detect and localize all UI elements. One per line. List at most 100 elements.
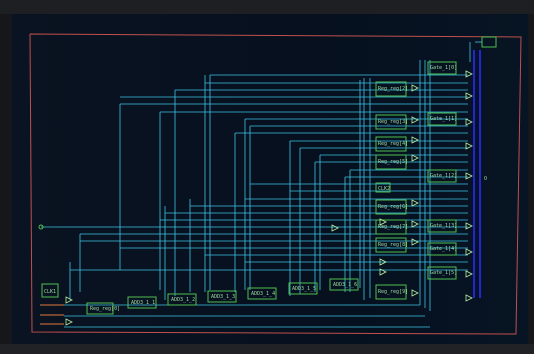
gate-block-label: Gate_1[4] (430, 246, 457, 252)
chain-block[interactable]: ADD3_1_4 (247, 287, 277, 300)
register-block-label: Reg_reg[6] (378, 204, 408, 210)
register-block-box (375, 219, 407, 235)
gate-block-label: Gate_1[2] (430, 173, 457, 179)
register-block-label: Reg_reg[5] (378, 159, 408, 165)
buffer-icon (411, 289, 419, 297)
gate-block-box (427, 242, 457, 256)
monitor-bezel-top (0, 0, 534, 14)
buffer-icon (465, 270, 473, 278)
buffer-icon (465, 294, 473, 302)
schematic-screen (12, 14, 528, 346)
chain-block-box (329, 278, 359, 291)
register-block-box (375, 154, 407, 170)
register-block-box (375, 81, 407, 97)
chain-block[interactable]: ADD3_1_6 (329, 278, 359, 291)
register-block-label: Reg_reg[3] (378, 119, 408, 125)
buffer-icon (411, 136, 419, 144)
register-block[interactable]: Reg_reg[7] (375, 219, 408, 235)
clock-input-block[interactable]: CLK1 (41, 283, 59, 298)
register-block[interactable]: Reg_reg[5] (375, 154, 408, 170)
gate-block-label: Gate_1[5] (430, 270, 457, 276)
chain-block-box (86, 302, 114, 315)
register-block[interactable]: Reg_reg[4] (375, 136, 408, 152)
buffer-icon (465, 70, 473, 78)
register-block-box (375, 136, 407, 152)
register-block[interactable]: Reg_reg[6] (375, 199, 408, 215)
buffer-layer (65, 70, 473, 326)
gate-block[interactable]: Gate_1[4] (427, 242, 457, 256)
buffer-icon (331, 224, 339, 232)
output-bus (473, 50, 481, 298)
chain-block-box (207, 290, 237, 303)
input-pin[interactable] (38, 224, 44, 230)
buffer-icon (411, 116, 419, 124)
chain-block-label: ADD3_1_2 (171, 297, 195, 303)
buffer-icon (411, 199, 419, 207)
buffer-icon (465, 92, 473, 100)
register-block-box (375, 237, 407, 253)
clock2-label-block[interactable]: CLK2 (375, 182, 391, 193)
gate-block[interactable]: Gate_1[3] (427, 219, 457, 233)
gate-block-label: Gate_1[0] (430, 65, 457, 71)
chain-block-label: ADD3_1_1 (131, 300, 155, 306)
register-column: Reg_reg[2] Reg_reg[3] Reg_reg[4] Reg_reg[5]… (375, 81, 408, 300)
gate-block-box (427, 169, 457, 183)
output-port[interactable] (475, 36, 497, 48)
register-block[interactable]: Reg_reg[9] (375, 284, 408, 300)
gate-block-box (427, 219, 457, 233)
monitor-bezel-bottom (0, 344, 534, 354)
register-block-box (375, 284, 407, 300)
buffer-icon (465, 222, 473, 230)
gate-block-label: Gate_1[1] (430, 116, 457, 122)
gate-block-label: Gate_1[3] (430, 223, 457, 229)
buffer-icon (379, 268, 387, 276)
chain-block[interactable]: ADD3_1_2 (167, 293, 197, 306)
register-block-box (375, 114, 407, 130)
gate-block[interactable]: Gate_1[0] (427, 61, 457, 75)
chain-block-box (247, 287, 277, 300)
buffer-icon (65, 296, 73, 304)
buffer-icon (465, 118, 473, 126)
buffer-icon (411, 154, 419, 162)
chain-block-box (167, 293, 197, 306)
chain-block-label: ADD3_1_3 (211, 294, 235, 300)
gate-block-box (427, 61, 457, 75)
buffer-icon (379, 218, 387, 226)
chain-block[interactable]: ADD3_1_3 (207, 290, 237, 303)
sheet-border (29, 33, 522, 335)
gate-column: Gate_1[0] Gate_1[1] Gate_1[2] Gate_1[3] Gate… (427, 61, 457, 280)
chain-block-label: ADD3_1_4 (251, 291, 275, 297)
chain-block-label: ADD3_1_6 (333, 282, 357, 288)
register-block[interactable]: Reg_reg[8] (375, 237, 408, 253)
clock2-label: CLK2 (378, 186, 390, 192)
output-bus-label: O (484, 176, 487, 182)
chain-block-label: ADD3_1_5 (292, 286, 316, 292)
buffer-icon (65, 318, 73, 326)
buffer-icon (465, 248, 473, 256)
chain-block[interactable]: ADD3_1_5 (288, 282, 318, 295)
gate-block[interactable]: Gate_1[5] (427, 266, 457, 280)
buffer-icon (411, 84, 419, 92)
chain-block[interactable]: Reg_reg[0] (86, 302, 120, 315)
buffer-icon (465, 172, 473, 180)
chain-block-label: Reg_reg[0] (90, 306, 120, 312)
bottom-chain: Reg_reg[0] ADD3_1_1 ADD3_1_2 ADD3_1_3 ADD3_1… (86, 278, 359, 315)
buffer-icon (465, 142, 473, 150)
register-block-label: Reg_reg[2] (378, 86, 408, 92)
register-block-box (375, 199, 407, 215)
gate-block[interactable]: Gate_1[1] (427, 112, 457, 126)
chain-block-box (127, 296, 157, 309)
buffer-icon (411, 238, 419, 246)
register-block-label: Reg_reg[8] (378, 242, 408, 248)
gate-block-box (427, 112, 457, 126)
clock-input-label: CLK1 (44, 289, 56, 295)
register-block-label: Reg_reg[7] (378, 224, 408, 230)
buffer-icon (411, 220, 419, 228)
register-block[interactable]: Reg_reg[3] (375, 114, 408, 130)
register-block[interactable]: Reg_reg[2] (375, 81, 408, 97)
register-block-label: Reg_reg[4] (378, 141, 408, 147)
chain-block[interactable]: ADD3_1_1 (127, 296, 157, 309)
gate-block[interactable]: Gate_1[2] (427, 169, 457, 183)
